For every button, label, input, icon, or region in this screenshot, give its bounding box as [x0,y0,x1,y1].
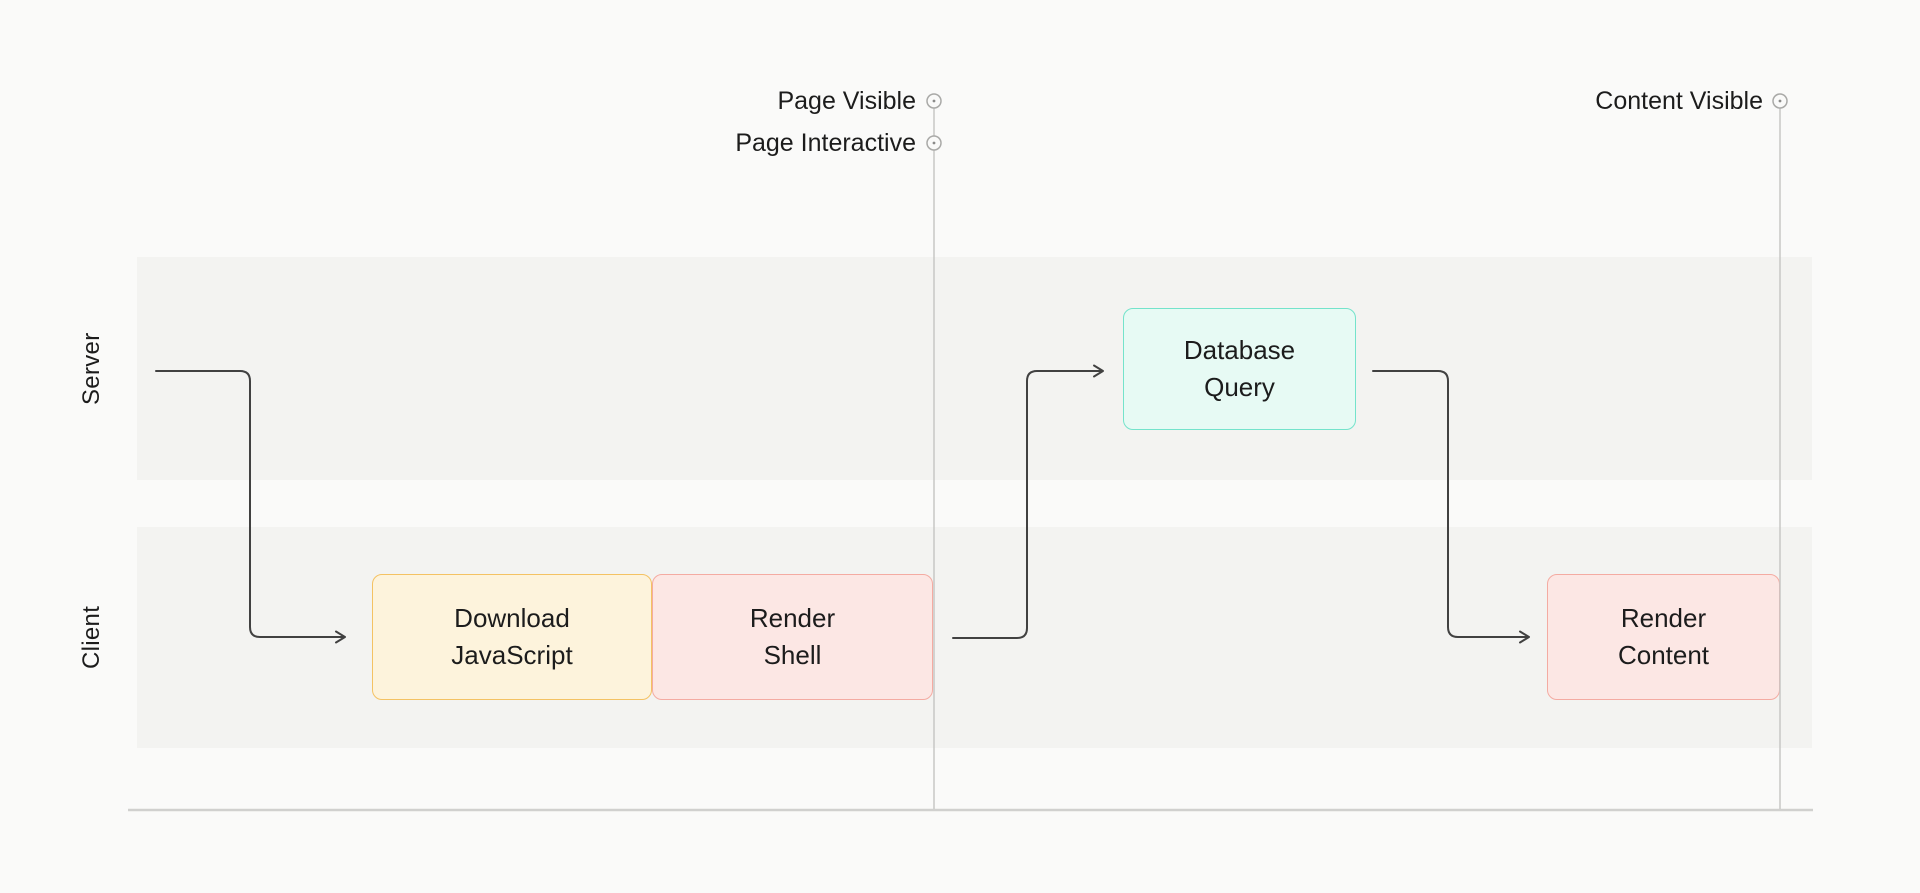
milestone-dot-icon [932,99,936,103]
milestone-ring-icon [926,135,942,151]
milestone-marker-page-visible [926,93,942,109]
milestone-ring-icon [926,93,942,109]
milestone-ring-icon [1772,93,1788,109]
milestone-marker-content-visible [1772,93,1788,109]
server-lane-band [137,257,1812,480]
node-render-shell: Render Shell [652,574,933,700]
milestone-marker-page-interactive [926,135,942,151]
milestone-label-content-visible: Content Visible [1595,87,1763,115]
milestone-label-page-interactive: Page Interactive [735,129,916,157]
node-database-query: Database Query [1123,308,1356,430]
server-lane-label: Server [78,332,105,405]
client-lane-label: Client [78,605,105,670]
milestone-label-page-visible: Page Visible [777,87,916,115]
node-download-javascript: Download JavaScript [372,574,652,700]
milestone-dot-icon [932,141,936,145]
milestone-dot-icon [1778,99,1782,103]
node-render-content: Render Content [1547,574,1780,700]
